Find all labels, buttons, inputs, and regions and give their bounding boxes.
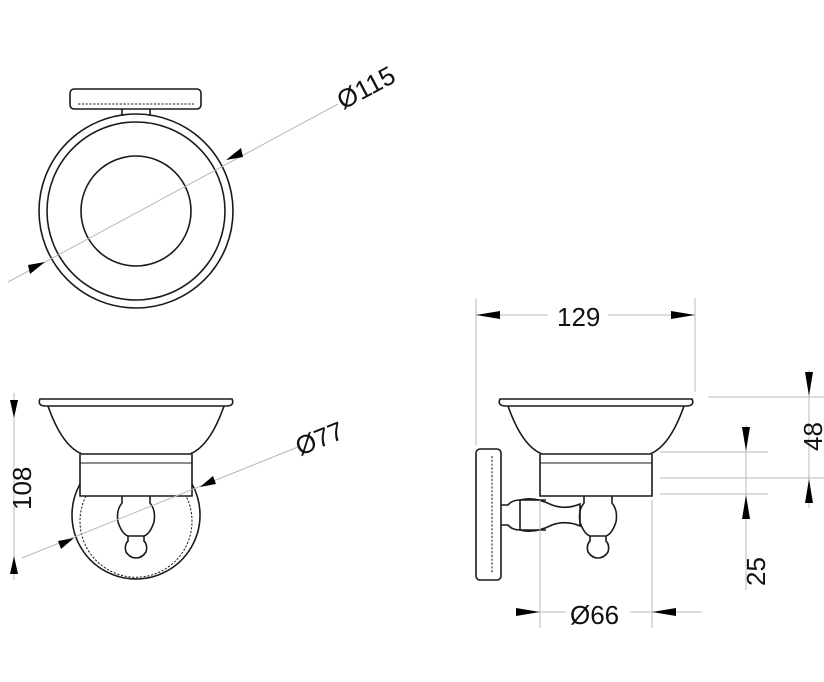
top-view: Ø115 [7,60,401,309]
side-view-wall-plate [475,448,502,581]
dim-arrow [476,311,500,319]
front-view: 108 Ø77 [7,393,348,580]
top-view-wall-plate [69,88,202,110]
dim-arrow [10,400,18,418]
front-view-knob [124,536,148,559]
dim-line-top-diameter [7,103,339,283]
front-view-dish-rim [38,398,234,407]
dim-label-height-total: 108 [7,467,37,510]
dim-arrow [226,148,243,160]
side-view-dish-rim [498,398,694,407]
dim-arrow [652,608,676,616]
dim-label-top-diameter: Ø115 [332,60,401,115]
dim-label-bg [566,596,630,628]
front-view-dish-bowl [47,405,225,455]
dim-arrow [805,479,813,503]
dim-label-height-cup: 48 [798,422,824,451]
front-view-plate-rope [79,495,193,578]
dim-arrow [28,262,45,274]
dim-label-base-diameter: Ø66 [570,600,619,630]
dim-arrow [516,608,540,616]
front-view-post [116,496,156,537]
dim-arrow [671,311,695,319]
dim-arrow [10,556,18,574]
dim-label-projection: 129 [557,302,600,332]
side-view: 129 48 25 Ø66 [475,298,824,630]
dim-label-bg [548,298,608,330]
front-view-holder [79,454,193,497]
dim-label-cup-diameter: Ø77 [291,415,348,461]
dim-arrow [58,538,74,549]
top-view-dish-inner [80,155,192,267]
front-view-wall-plate [71,483,201,580]
top-view-dish-rim [46,121,226,301]
dim-arrow [742,495,750,519]
side-view-dish-bowl [507,405,685,455]
side-view-arm-body [519,498,581,532]
dim-label-height-lower: 25 [741,557,771,586]
side-view-holder [539,454,653,497]
dim-arrow [200,476,216,487]
side-view-knob [586,536,610,559]
dim-arrow [805,372,813,396]
dim-arrow [742,427,750,451]
top-view-dish-outer [38,113,234,309]
side-view-post [578,496,618,537]
